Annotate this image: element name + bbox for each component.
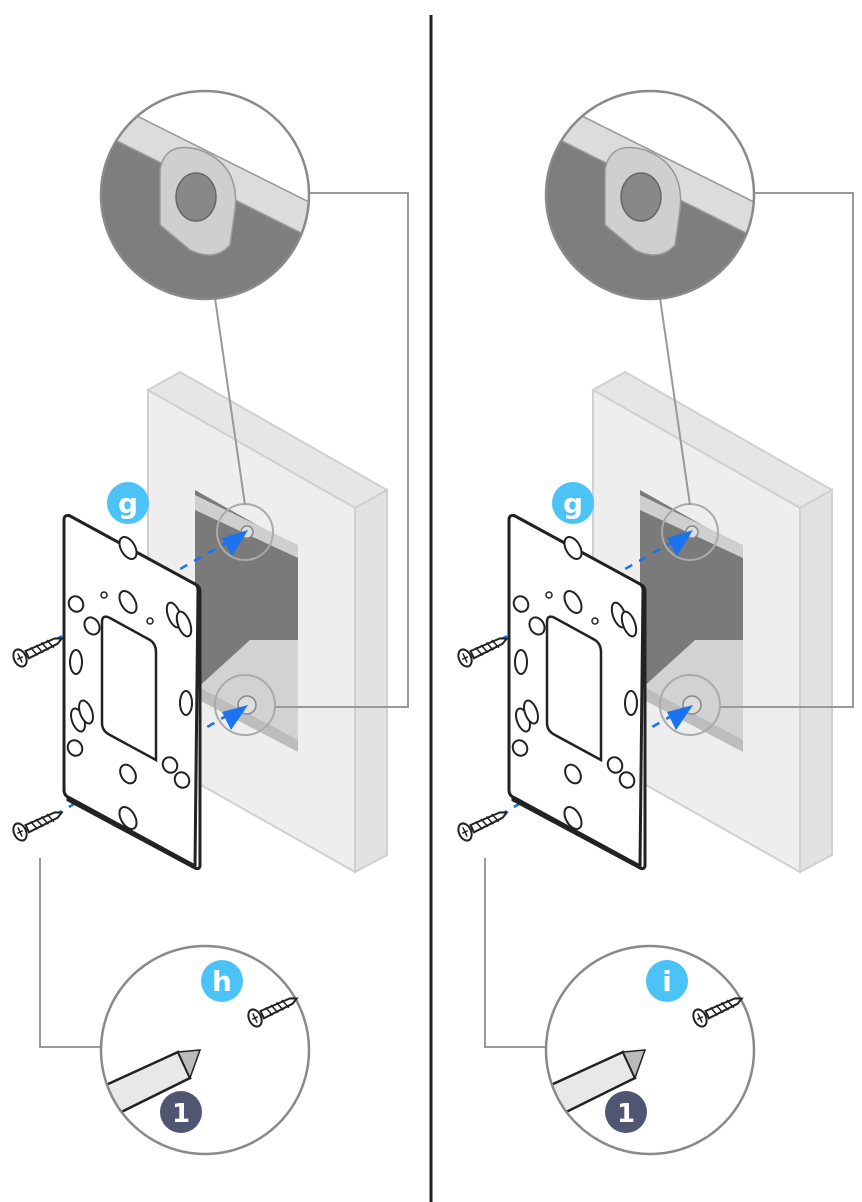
arrow-icon — [222, 705, 248, 730]
tool-badge: 1 — [160, 1091, 202, 1133]
plate-slot — [563, 536, 583, 560]
plate-slot — [78, 699, 94, 725]
screw-badge: h — [201, 960, 243, 1002]
plate-slot — [563, 806, 583, 830]
plate-slot — [528, 616, 546, 636]
magnified-box-tab — [544, 89, 756, 301]
screw-badge: i — [646, 960, 688, 1002]
plate-slot — [564, 763, 582, 785]
screw-icon — [457, 637, 509, 668]
tool-label: 1 — [617, 1099, 635, 1129]
step-label: g — [118, 487, 138, 520]
plate-slot — [118, 536, 138, 560]
plate-slot — [69, 649, 83, 675]
tool-label: 1 — [172, 1099, 190, 1129]
plate-slot — [67, 595, 85, 613]
panel-right: g i 1 — [457, 89, 854, 1156]
plate-slot — [161, 756, 179, 774]
callout-leader-lines — [484, 192, 854, 1048]
plate-slot — [179, 690, 193, 716]
plate-slot — [175, 610, 193, 638]
screw-icon — [247, 997, 299, 1028]
arrow-icon — [222, 530, 248, 556]
screw-label: h — [212, 965, 232, 998]
plate-slot — [514, 649, 528, 675]
plate-slot — [512, 595, 530, 613]
magnified-box-tab — [99, 89, 311, 301]
box-tab-callout-bottom — [659, 674, 721, 736]
plate-slot — [620, 610, 638, 638]
plate-slot — [511, 739, 529, 757]
plate-slot — [119, 763, 137, 785]
plate-slot — [118, 590, 138, 614]
arrow-icon — [667, 705, 693, 730]
box-tab-callout-bottom — [214, 674, 276, 736]
plate-slot — [624, 690, 638, 716]
screw-icon — [12, 637, 64, 668]
screw-icon — [692, 997, 744, 1028]
magnified-screwdriver-and-screw — [99, 944, 311, 1156]
step-badge: g — [552, 482, 594, 524]
step-label: g — [563, 487, 583, 520]
mounting-plate — [507, 513, 647, 871]
step-badge: g — [107, 482, 149, 524]
screw-icon — [457, 811, 509, 842]
mounting-plate — [62, 513, 202, 871]
callout-leader-lines — [39, 192, 409, 1048]
plate-slot — [606, 756, 624, 774]
plate-slot — [173, 771, 191, 789]
plate-slot — [66, 739, 84, 757]
screw-icon — [12, 811, 64, 842]
arrow-icon — [667, 530, 693, 556]
plate-slot — [83, 616, 101, 636]
plate-slot — [523, 699, 539, 725]
plate-slot — [563, 590, 583, 614]
plate-slot — [118, 806, 138, 830]
screw-label: i — [662, 965, 672, 998]
panel-left: g h 1 — [12, 89, 409, 1156]
plate-slot — [618, 771, 636, 789]
tool-badge: 1 — [605, 1091, 647, 1133]
